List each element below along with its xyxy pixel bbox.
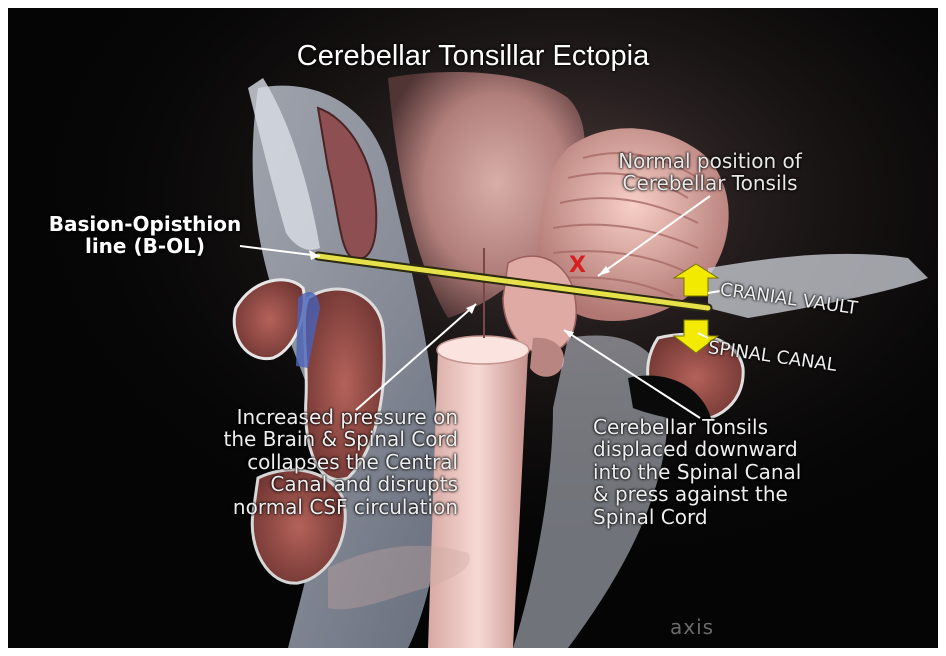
pressure-line: Canal and disrupts xyxy=(158,473,458,495)
tonsils-line: Cerebellar Tonsils xyxy=(593,416,893,438)
label-normal-position: Normal position of Cerebellar Tonsils xyxy=(580,150,840,195)
label-increased-pressure: Increased pressure on the Brain & Spinal… xyxy=(158,406,458,518)
tonsils-line: & press against the xyxy=(593,483,893,505)
tonsils-line: displaced downward xyxy=(593,438,893,460)
label-normal-line1: Normal position of xyxy=(580,150,840,172)
axis-logo: axis xyxy=(670,616,714,638)
diagram-title: Cerebellar Tonsillar Ectopia xyxy=(8,40,938,72)
tonsils-line: Spinal Cord xyxy=(593,506,893,528)
label-bol-line2: line (B-OL) xyxy=(30,235,260,257)
label-normal-line2: Cerebellar Tonsils xyxy=(580,172,840,194)
label-bol: Basion-Opisthion line (B-OL) xyxy=(30,213,260,258)
normal-position-marker: X xyxy=(569,254,586,279)
pressure-line: normal CSF circulation xyxy=(158,496,458,518)
anatomy-illustration xyxy=(8,8,938,648)
illustration-frame: Cerebellar Tonsillar Ectopia Basion-Opis… xyxy=(8,8,938,648)
pressure-line: the Brain & Spinal Cord xyxy=(158,428,458,450)
tonsils-line: into the Spinal Canal xyxy=(593,461,893,483)
pressure-line: Increased pressure on xyxy=(158,406,458,428)
pressure-line: collapses the Central xyxy=(158,451,458,473)
label-bol-line1: Basion-Opisthion xyxy=(30,213,260,235)
cord-cross-section xyxy=(437,336,529,364)
label-displaced-tonsils: Cerebellar Tonsils displaced downward in… xyxy=(593,416,893,528)
